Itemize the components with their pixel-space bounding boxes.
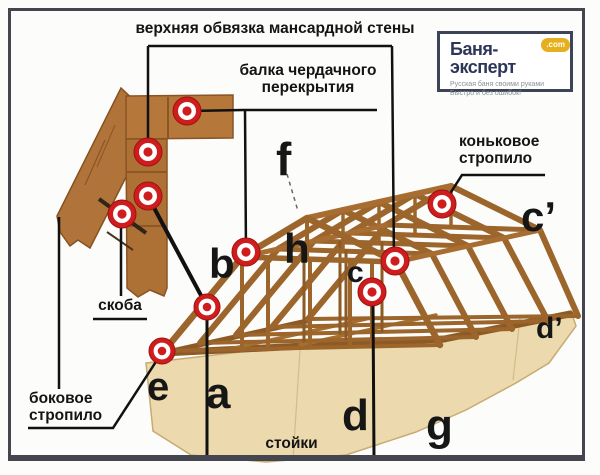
letter-h: h <box>284 225 310 272</box>
joint-marker <box>380 246 410 276</box>
joint-markers <box>107 96 457 365</box>
label-attic-beam-line1: балка чердачного <box>239 62 377 79</box>
joint-marker <box>172 96 202 126</box>
logo-tagline-line1: Русская баня своими руками <box>450 81 545 88</box>
joint-marker <box>107 199 137 229</box>
right-knee-purlin <box>393 227 543 265</box>
joint-marker <box>193 293 221 321</box>
letter-e: e <box>147 365 170 409</box>
letter-b: b <box>209 240 235 287</box>
joint-marker <box>357 277 387 307</box>
label-attic-beam: балка чердачного перекрытия <box>228 62 388 97</box>
logo-tagline-line2: Быстро и без ошибок! <box>450 90 522 98</box>
label-ridge-rafter: коньковое стропило <box>459 133 539 168</box>
label-side-rafter: боковое стропило <box>29 390 102 425</box>
letter-c: c <box>347 256 364 289</box>
attic-beam-leader <box>188 108 377 253</box>
logo-tagline: Русская баня своими руками Быстро и без … <box>450 80 570 99</box>
logo-brand-text: Баня-эксперт <box>450 39 516 77</box>
site-logo: Баня-эксперт .com Русская баня своими ру… <box>437 31 573 97</box>
inset-connector <box>150 203 206 302</box>
label-side-rafter-line1: боковое <box>29 390 93 407</box>
top-plate-bracket <box>146 44 396 262</box>
ridge-beam <box>304 183 454 221</box>
clamp-leader <box>93 227 147 321</box>
f-dashed-line <box>286 173 299 212</box>
joint-marker <box>133 181 163 211</box>
joint-marker <box>148 337 176 365</box>
letter-f: f <box>276 133 292 185</box>
logo-com-badge: .com <box>541 38 570 52</box>
label-ridge-rafter-line2: стропило <box>459 150 533 168</box>
letter-d: d <box>342 391 369 440</box>
joint-marker <box>427 189 457 219</box>
label-posts: стойки <box>265 435 318 452</box>
label-side-rafter-line2: стропило <box>29 407 103 425</box>
letter-d-prime: d’ <box>536 312 563 345</box>
label-attic-beam-line2: перекрытия <box>261 79 355 97</box>
letter-a: a <box>206 369 231 418</box>
letter-c-prime: c’ <box>521 193 557 240</box>
side-rafter-leader <box>28 217 161 430</box>
label-top-plate: верхняя обвязка мансардной стены <box>135 20 415 37</box>
letter-g: g <box>426 401 453 450</box>
label-ridge-rafter-line1: коньковое <box>459 133 540 150</box>
joint-marker <box>231 237 261 267</box>
inset-wall-post <box>125 138 168 298</box>
joint-marker <box>133 137 163 167</box>
truss-front <box>160 214 444 355</box>
left-knee-purlin <box>239 222 389 260</box>
label-clamp: скоба <box>98 297 142 314</box>
